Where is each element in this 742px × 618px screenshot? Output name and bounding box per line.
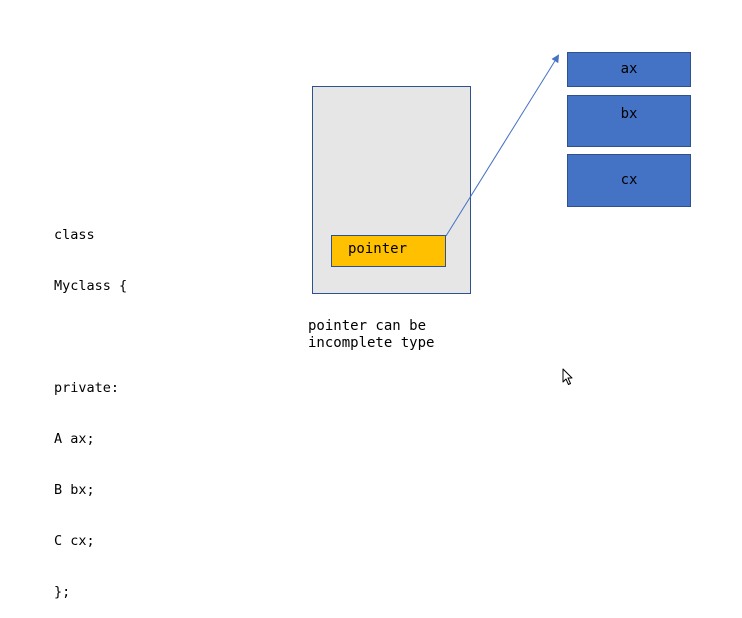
code-line: B bx; — [54, 482, 95, 498]
caption-line-2: incomplete type — [308, 335, 435, 351]
code-line: class — [54, 227, 95, 243]
code-line: C cx; — [54, 533, 95, 549]
field-label-bx: bx — [620, 106, 638, 122]
caption-text: pointer can be incomplete type — [308, 318, 434, 352]
field-label-cx: cx — [620, 172, 638, 188]
pointer-member-box: pointer — [331, 235, 446, 267]
pointer-label: pointer — [348, 241, 408, 257]
field-box-cx: cx — [567, 154, 691, 207]
field-box-bx: bx — [567, 95, 691, 147]
code-line: private: — [54, 380, 120, 396]
field-label-ax: ax — [620, 61, 638, 77]
caption-line-1: pointer can be — [308, 318, 427, 334]
mouse-pointer-icon — [562, 368, 573, 385]
code-line: Myclass { — [54, 278, 128, 294]
field-box-ax: ax — [567, 52, 691, 87]
code-line: A ax; — [54, 431, 95, 447]
pointer-arrow — [445, 54, 560, 237]
code-line: }; — [54, 584, 71, 600]
